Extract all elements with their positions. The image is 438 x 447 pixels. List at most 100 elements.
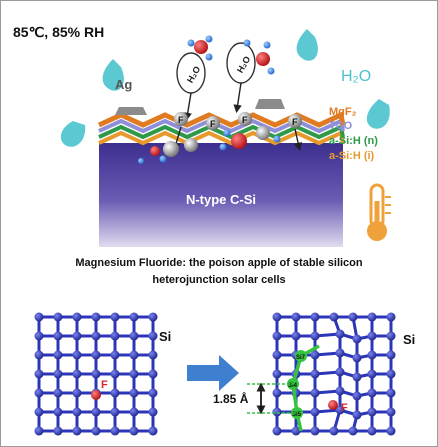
si-atom xyxy=(386,312,396,322)
f-label-left: F xyxy=(101,379,108,391)
si-atom xyxy=(367,388,377,398)
si-atom xyxy=(91,426,101,436)
layer-asi-i xyxy=(98,130,345,146)
si-atom xyxy=(367,312,377,322)
reaction-molecules xyxy=(138,126,281,164)
si-atom xyxy=(310,369,320,379)
si-label-right: Si xyxy=(403,332,415,347)
si-atom xyxy=(53,388,63,398)
si-atom xyxy=(72,388,82,398)
si-atom xyxy=(72,350,82,360)
si-atom xyxy=(34,426,44,436)
si-atom xyxy=(329,312,339,322)
si-atom xyxy=(310,426,320,436)
si-atom xyxy=(272,369,282,379)
si-atom xyxy=(129,350,139,360)
si-atom xyxy=(272,426,282,436)
si-atom xyxy=(53,369,63,379)
si-atom xyxy=(53,331,63,341)
si-atom xyxy=(291,331,301,341)
si-atom xyxy=(72,426,82,436)
si-atom xyxy=(291,312,301,322)
si-atom xyxy=(91,312,101,322)
fluoride-ion: F xyxy=(206,116,220,130)
si-atom xyxy=(34,388,44,398)
ag-label: Ag xyxy=(115,77,132,92)
si-atom xyxy=(348,426,358,436)
si-atom xyxy=(91,369,101,379)
si-atom xyxy=(91,407,101,417)
si-atom xyxy=(110,350,120,360)
si-atom xyxy=(34,312,44,322)
si-atom xyxy=(272,312,282,322)
si-atom xyxy=(291,426,301,436)
water-drop-icon xyxy=(366,99,390,129)
si-atom xyxy=(386,331,396,341)
si-atom xyxy=(310,350,320,360)
f-atom xyxy=(328,400,338,410)
fluoride-ion: F xyxy=(238,112,252,126)
si-atom xyxy=(72,331,82,341)
svg-text:F: F xyxy=(292,117,298,127)
water-drop-icon xyxy=(102,59,124,91)
si-atom xyxy=(352,372,362,382)
layer-label-tco: TCO xyxy=(329,120,353,132)
si-atom xyxy=(310,312,320,322)
si-atom xyxy=(348,312,358,322)
si-atom xyxy=(148,407,158,417)
si-atom xyxy=(34,331,44,341)
f-label-right: F xyxy=(341,402,348,414)
water-molecule-balloon: H₂O xyxy=(226,39,275,114)
svg-text:F: F xyxy=(178,115,184,125)
si-atom xyxy=(335,367,345,377)
svg-text:F: F xyxy=(242,115,248,125)
si-atom xyxy=(53,426,63,436)
si-atom xyxy=(129,388,139,398)
si-atom xyxy=(129,426,139,436)
layer-mgf2 xyxy=(97,111,346,128)
si-atom xyxy=(310,388,320,398)
wafer-label: N-type C-Si xyxy=(186,192,256,207)
si-atom xyxy=(367,426,377,436)
condition-title: 85℃, 85% RH xyxy=(13,24,104,40)
caption-line-1: Magnesium Fluoride: the poison apple of … xyxy=(75,257,363,269)
si-atom xyxy=(110,331,120,341)
highlighted-si-site xyxy=(295,350,307,362)
si-atom xyxy=(386,369,396,379)
thermometer-icon xyxy=(367,183,391,241)
si-atom xyxy=(34,369,44,379)
si-atom xyxy=(386,407,396,417)
si-atom xyxy=(34,407,44,417)
si-atom xyxy=(352,353,362,363)
si-atom xyxy=(335,386,345,396)
water-molecule-balloon: H₂O xyxy=(176,35,213,122)
si-atom xyxy=(367,369,377,379)
si-atom xyxy=(129,331,139,341)
si-atom xyxy=(310,331,320,341)
caption-line-2: heterojunction solar cells xyxy=(152,274,286,286)
si-atom xyxy=(148,369,158,379)
fluoride-ion: F xyxy=(174,112,188,126)
layer-asi-n xyxy=(98,124,345,140)
layer-label-asi-n: a-Si:H (n) xyxy=(329,135,378,147)
svg-text:F: F xyxy=(210,119,216,129)
si-atom xyxy=(110,407,120,417)
si-atom xyxy=(386,388,396,398)
si-atom xyxy=(386,426,396,436)
layer-label-mgf2: MgF₂ xyxy=(329,106,357,118)
si-atom xyxy=(367,331,377,341)
si-atom xyxy=(129,407,139,417)
si-atom xyxy=(148,388,158,398)
site-label: Si4 xyxy=(288,383,298,389)
si-atom xyxy=(72,312,82,322)
si-atom xyxy=(272,407,282,417)
si-label-left: Si xyxy=(159,329,171,344)
f-atom xyxy=(91,390,101,400)
site-label: Si5 xyxy=(292,412,302,418)
si-atom xyxy=(129,312,139,322)
si-atom xyxy=(386,350,396,360)
si-atom xyxy=(272,331,282,341)
si-atom xyxy=(367,350,377,360)
si-atom xyxy=(352,410,362,420)
si-atom xyxy=(272,350,282,360)
